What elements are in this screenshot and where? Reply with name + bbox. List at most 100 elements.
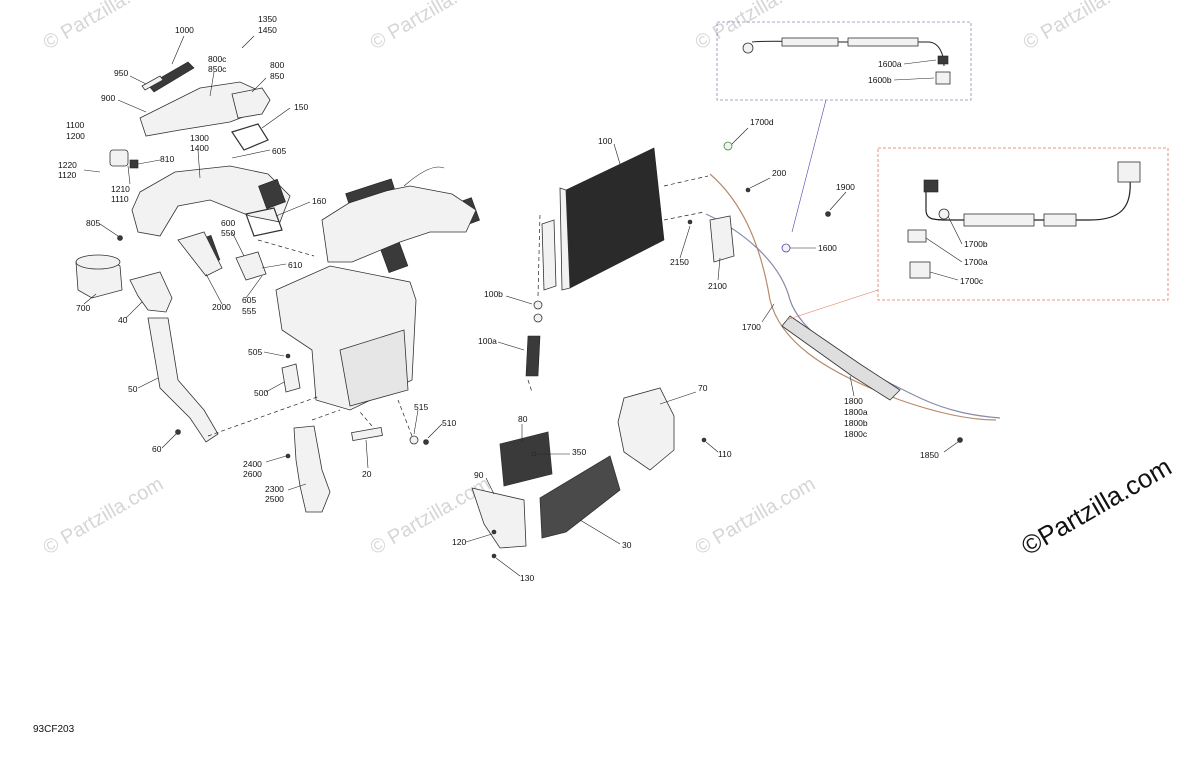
lead-950 — [129, 75, 147, 85]
o-ring-100b — [533, 300, 543, 310]
watermark-6: © Partzilla.com — [367, 473, 495, 559]
label-1900: 1900 — [836, 182, 855, 192]
screw-120 — [491, 529, 497, 535]
condenser-frame — [559, 187, 571, 291]
label-2300: 2300 — [265, 484, 284, 494]
label-130: 130 — [520, 573, 534, 583]
label-1850: 1850 — [920, 450, 939, 460]
screw-805 — [117, 235, 123, 241]
lead-100a — [497, 341, 525, 351]
partzilla-logo: ©Partzilla.com — [1016, 451, 1176, 561]
lead-2300 — [287, 483, 307, 491]
lead-1000 — [171, 35, 185, 65]
lead-200 — [749, 177, 771, 189]
label-610: 610 — [288, 260, 302, 270]
lead-500 — [265, 381, 285, 393]
label-900: 900 — [101, 93, 115, 103]
label-950: 950 — [114, 68, 128, 78]
label-1300: 1300 — [190, 133, 209, 143]
label-1700d: 1700d — [750, 117, 774, 127]
label-2100: 2100 — [708, 281, 727, 291]
lead-1300 — [197, 149, 201, 179]
label-30: 30 — [622, 540, 632, 550]
lead-110 — [705, 441, 719, 453]
grille-assembly — [471, 387, 707, 559]
dash-8 — [663, 211, 705, 221]
label-1220: 1220 — [58, 160, 77, 170]
watermark-5: © Partzilla.com — [40, 473, 168, 559]
fitting-1600 — [781, 243, 791, 253]
line-1700 — [709, 173, 997, 421]
label-90: 90 — [474, 470, 484, 480]
watermark-4: © Partzilla.com — [1020, 0, 1148, 54]
lead-1600a — [903, 59, 937, 65]
label-700: 700 — [76, 303, 90, 313]
dash-1 — [257, 239, 315, 257]
label-2600: 2600 — [243, 469, 262, 479]
heater-core — [339, 329, 409, 407]
dash-6 — [537, 213, 541, 297]
lead-150 — [261, 107, 291, 129]
label-2150: 2150 — [670, 257, 689, 267]
label-leaders — [83, 35, 963, 577]
detail-1700-link — [785, 289, 879, 321]
lead-2150 — [679, 225, 691, 259]
label-1600b: 1600b — [868, 75, 892, 85]
lead-1700 — [761, 303, 775, 323]
lead-50 — [137, 377, 159, 389]
lead-1900 — [829, 191, 847, 211]
label-350: 350 — [572, 447, 586, 457]
label-805: 805 — [86, 218, 100, 228]
label-1200: 1200 — [66, 131, 85, 141]
dashed-leaders — [207, 175, 709, 437]
label-1700c: 1700c — [960, 276, 984, 286]
lead-100b — [505, 295, 533, 305]
lead-30 — [579, 519, 621, 545]
label-1700b: 1700b — [964, 239, 988, 249]
lead-130 — [495, 557, 521, 577]
detail-1600b — [935, 71, 951, 85]
label-800c: 800c — [208, 54, 227, 64]
lead-160 — [275, 201, 311, 217]
label-1700a: 1700a — [964, 257, 988, 267]
dash-7 — [663, 175, 709, 187]
label-50: 50 — [128, 384, 138, 394]
lead-2400 — [265, 455, 287, 463]
lead-505 — [263, 351, 285, 357]
label-1400: 1400 — [190, 143, 209, 153]
nut-1900 — [825, 211, 831, 217]
label-120: 120 — [452, 537, 466, 547]
label-605-top: 605 — [272, 146, 286, 156]
lead-800c — [209, 71, 215, 97]
lead-100 — [613, 143, 621, 165]
part-labels: 1000 1350 1450 800c 850c 800 850 950 900… — [58, 14, 988, 583]
bracket-500 — [281, 363, 301, 393]
detail-1700a — [907, 229, 927, 243]
screw-2150 — [687, 219, 693, 225]
grommet-515 — [409, 435, 419, 445]
detail-1700-fitting-top — [923, 179, 939, 193]
lead-1220 — [83, 169, 101, 173]
deflector-70 — [617, 387, 675, 471]
latch-20 — [351, 426, 383, 442]
label-1350: 1350 — [258, 14, 277, 24]
label-2500: 2500 — [265, 494, 284, 504]
label-810: 810 — [160, 154, 174, 164]
label-800: 800 — [270, 60, 284, 70]
lead-1350 — [241, 35, 255, 49]
label-60: 60 — [152, 444, 162, 454]
vent-grille-1000 — [147, 61, 195, 93]
dash-4 — [359, 411, 373, 427]
lead-1700c — [929, 271, 959, 281]
o-ring-2 — [533, 313, 543, 323]
connector-810 — [129, 159, 139, 169]
lead-510 — [427, 423, 443, 439]
dash-5 — [397, 399, 413, 437]
label-160: 160 — [312, 196, 326, 206]
label-1210: 1210 — [111, 184, 130, 194]
lead-800 — [251, 77, 267, 93]
label-1120: 1120 — [58, 170, 77, 180]
label-2400: 2400 — [243, 459, 262, 469]
mesh-80 — [499, 431, 553, 487]
lead-60 — [161, 433, 177, 449]
